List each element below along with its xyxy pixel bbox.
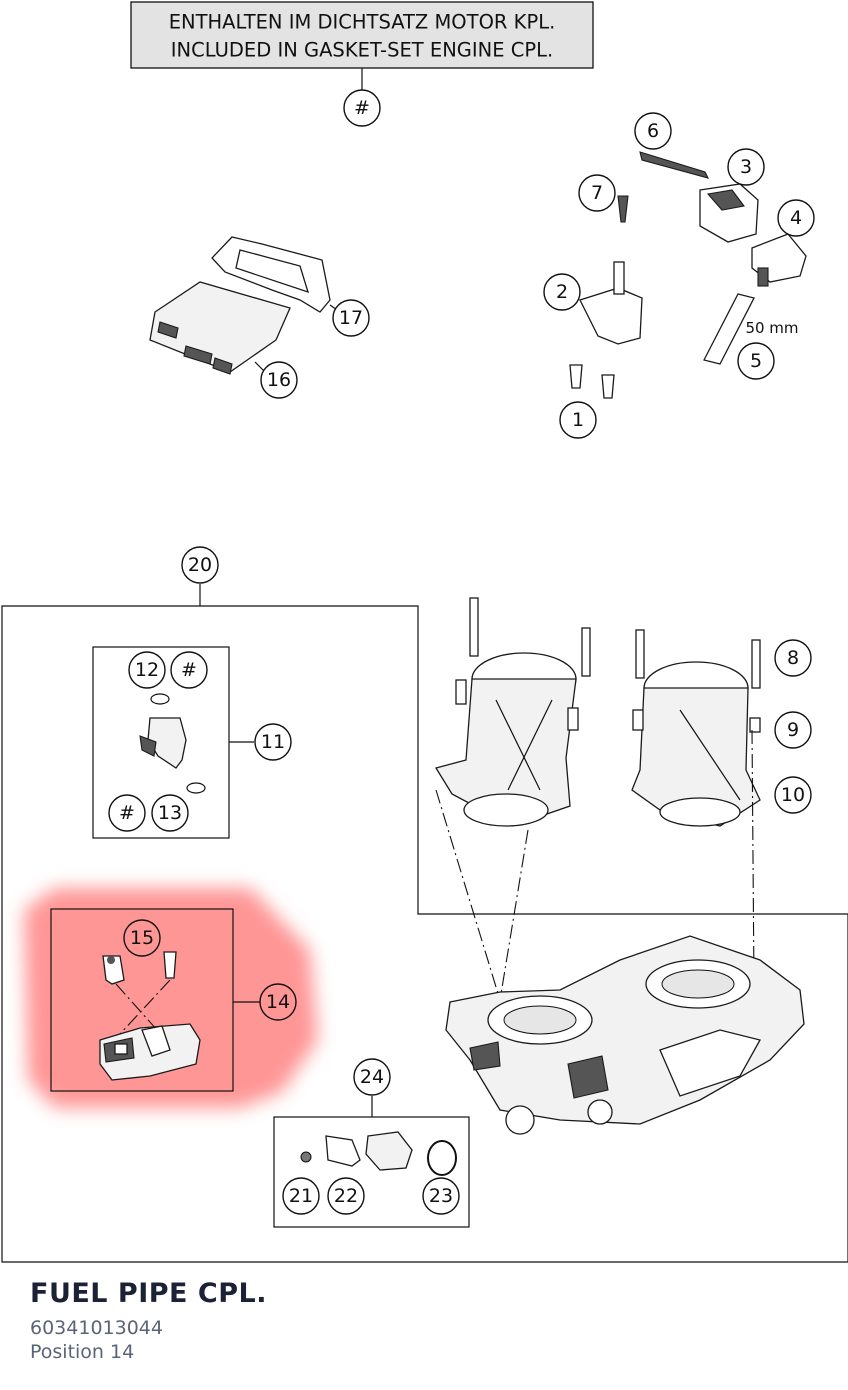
fuel-pipe-box-14 xyxy=(50,908,260,1092)
callout-10[interactable]: 10 xyxy=(774,776,812,814)
callout-12[interactable]: 12 xyxy=(128,651,166,689)
callout-hash-13[interactable]: # xyxy=(108,794,146,832)
svg-text:#: # xyxy=(354,97,370,119)
svg-text:17: 17 xyxy=(339,307,363,329)
svg-text:#: # xyxy=(181,659,197,681)
svg-text:3: 3 xyxy=(740,156,752,178)
svg-text:23: 23 xyxy=(429,1185,453,1207)
dimension-label: 50 mm xyxy=(745,319,798,337)
svg-text:2: 2 xyxy=(556,281,568,303)
banner-line-2: INCLUDED IN GASKET-SET ENGINE CPL. xyxy=(171,39,553,62)
part-number: 60341013044 xyxy=(30,1317,163,1339)
banner-line-1: ENTHALTEN IM DICHTSATZ MOTOR KPL. xyxy=(169,11,556,34)
callout-4[interactable]: 4 xyxy=(777,199,815,237)
callout-2[interactable]: 2 xyxy=(543,273,581,311)
gasket-set-banner: ENTHALTEN IM DICHTSATZ MOTOR KPL. INCLUD… xyxy=(130,1,594,90)
svg-text:16: 16 xyxy=(267,369,291,391)
svg-text:10: 10 xyxy=(781,784,805,806)
callout-14[interactable]: 14 xyxy=(259,983,297,1021)
callout-24[interactable]: 24 xyxy=(353,1058,391,1096)
svg-text:1: 1 xyxy=(572,409,584,431)
callout-1[interactable]: 1 xyxy=(559,401,597,439)
part-caption: FUEL PIPE CPL. 60341013044 Position 14 xyxy=(30,1278,267,1363)
svg-text:4: 4 xyxy=(790,207,802,229)
svg-text:12: 12 xyxy=(135,659,159,681)
svg-text:21: 21 xyxy=(289,1185,313,1207)
svg-text:9: 9 xyxy=(787,719,799,741)
callout-20[interactable]: 20 xyxy=(181,546,219,584)
group-20-frame xyxy=(1,584,848,1263)
svg-text:6: 6 xyxy=(647,120,659,142)
svg-text:11: 11 xyxy=(261,731,285,753)
intake-funnels-drawing xyxy=(434,597,761,1001)
svg-text:15: 15 xyxy=(130,927,154,949)
svg-text:8: 8 xyxy=(787,647,799,669)
svg-text:20: 20 xyxy=(188,554,212,576)
part-title: FUEL PIPE CPL. xyxy=(30,1278,267,1309)
callout-21[interactable]: 21 xyxy=(282,1177,320,1215)
svg-text:24: 24 xyxy=(360,1066,384,1088)
highlight-position-14 xyxy=(24,888,318,1108)
svg-text:22: 22 xyxy=(334,1185,358,1207)
callout-15[interactable]: 15 xyxy=(123,919,161,957)
callout-16[interactable]: 16 xyxy=(260,361,298,399)
sensor-box-24 xyxy=(273,1096,470,1228)
ecu-holder-drawing xyxy=(149,236,341,375)
callout-8[interactable]: 8 xyxy=(774,639,812,677)
throttle-body-drawing xyxy=(445,935,805,1135)
callout-11[interactable]: 11 xyxy=(254,723,292,761)
callout-hash-banner[interactable]: # xyxy=(343,89,381,127)
exploded-parts-diagram: ENTHALTEN IM DICHTSATZ MOTOR KPL. INCLUD… xyxy=(1,1,848,1263)
callout-6[interactable]: 6 xyxy=(634,112,672,150)
callout-17[interactable]: 17 xyxy=(332,299,370,337)
svg-text:13: 13 xyxy=(158,802,182,824)
callout-hash-12[interactable]: # xyxy=(170,651,208,689)
callout-13[interactable]: 13 xyxy=(151,794,189,832)
svg-text:5: 5 xyxy=(750,350,762,372)
callout-23[interactable]: 23 xyxy=(422,1177,460,1215)
svg-text:7: 7 xyxy=(591,182,603,204)
callout-7[interactable]: 7 xyxy=(578,174,616,212)
callout-22[interactable]: 22 xyxy=(327,1177,365,1215)
svg-text:14: 14 xyxy=(266,991,290,1013)
callout-5[interactable]: 5 xyxy=(737,342,775,380)
part-position: Position 14 xyxy=(30,1341,135,1363)
svg-text:#: # xyxy=(119,802,135,824)
sensor-group-drawing: 50 mm xyxy=(569,151,807,399)
callout-3[interactable]: 3 xyxy=(727,148,765,186)
callout-9[interactable]: 9 xyxy=(774,711,812,749)
injector-box-11 xyxy=(92,646,254,839)
